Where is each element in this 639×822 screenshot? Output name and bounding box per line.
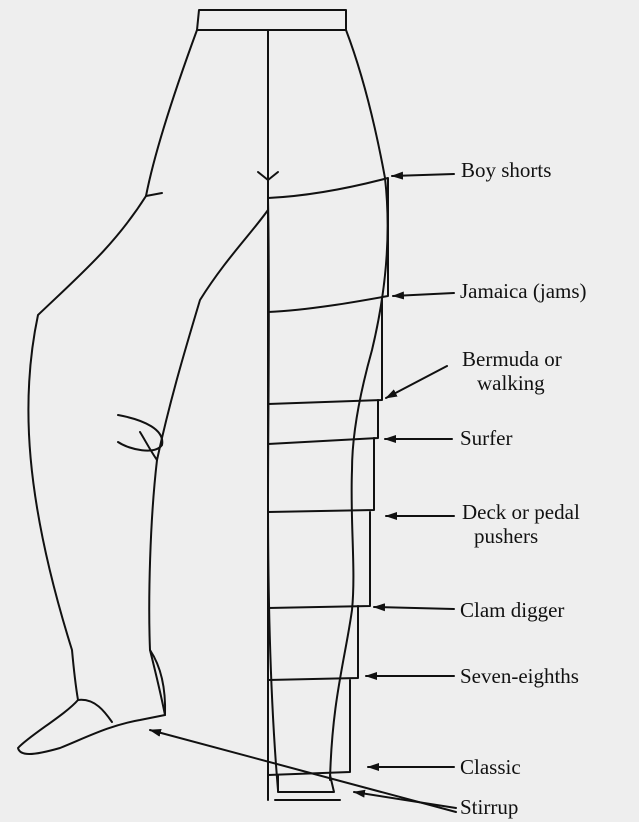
label-jamaica-text: Jamaica (jams) (460, 279, 639, 303)
label-deck-line2: pushers (462, 524, 639, 548)
label-stirrup-text: Stirrup (460, 795, 639, 819)
label-bermuda-line1: Bermuda or (462, 347, 639, 371)
label-clam-digger-text: Clam digger (460, 598, 639, 622)
label-classic: Classic (0, 755, 639, 779)
label-deck-line1: Deck or pedal (462, 500, 639, 524)
label-seven-eighths: Seven-eighths (0, 664, 639, 688)
label-seven-eighths-text: Seven-eighths (460, 664, 639, 688)
front-leg-outer (330, 178, 388, 780)
label-stirrup: Stirrup (0, 795, 639, 819)
label-classic-text: Classic (460, 755, 639, 779)
label-boy-shorts-text: Boy shorts (461, 158, 639, 182)
label-clam-digger: Clam digger (0, 598, 639, 622)
label-jamaica: Jamaica (jams) (0, 279, 639, 303)
label-bermuda-line2: walking (462, 371, 639, 395)
back-stirrup (78, 700, 112, 722)
label-bermuda: Bermuda or walking (0, 347, 639, 395)
label-boy-shorts: Boy shorts (0, 158, 639, 182)
waistband (197, 10, 346, 30)
label-deck: Deck or pedal pushers (0, 500, 639, 548)
label-surfer-text: Surfer (460, 426, 639, 450)
label-surfer: Surfer (0, 426, 639, 450)
front-leg-side (346, 30, 385, 178)
